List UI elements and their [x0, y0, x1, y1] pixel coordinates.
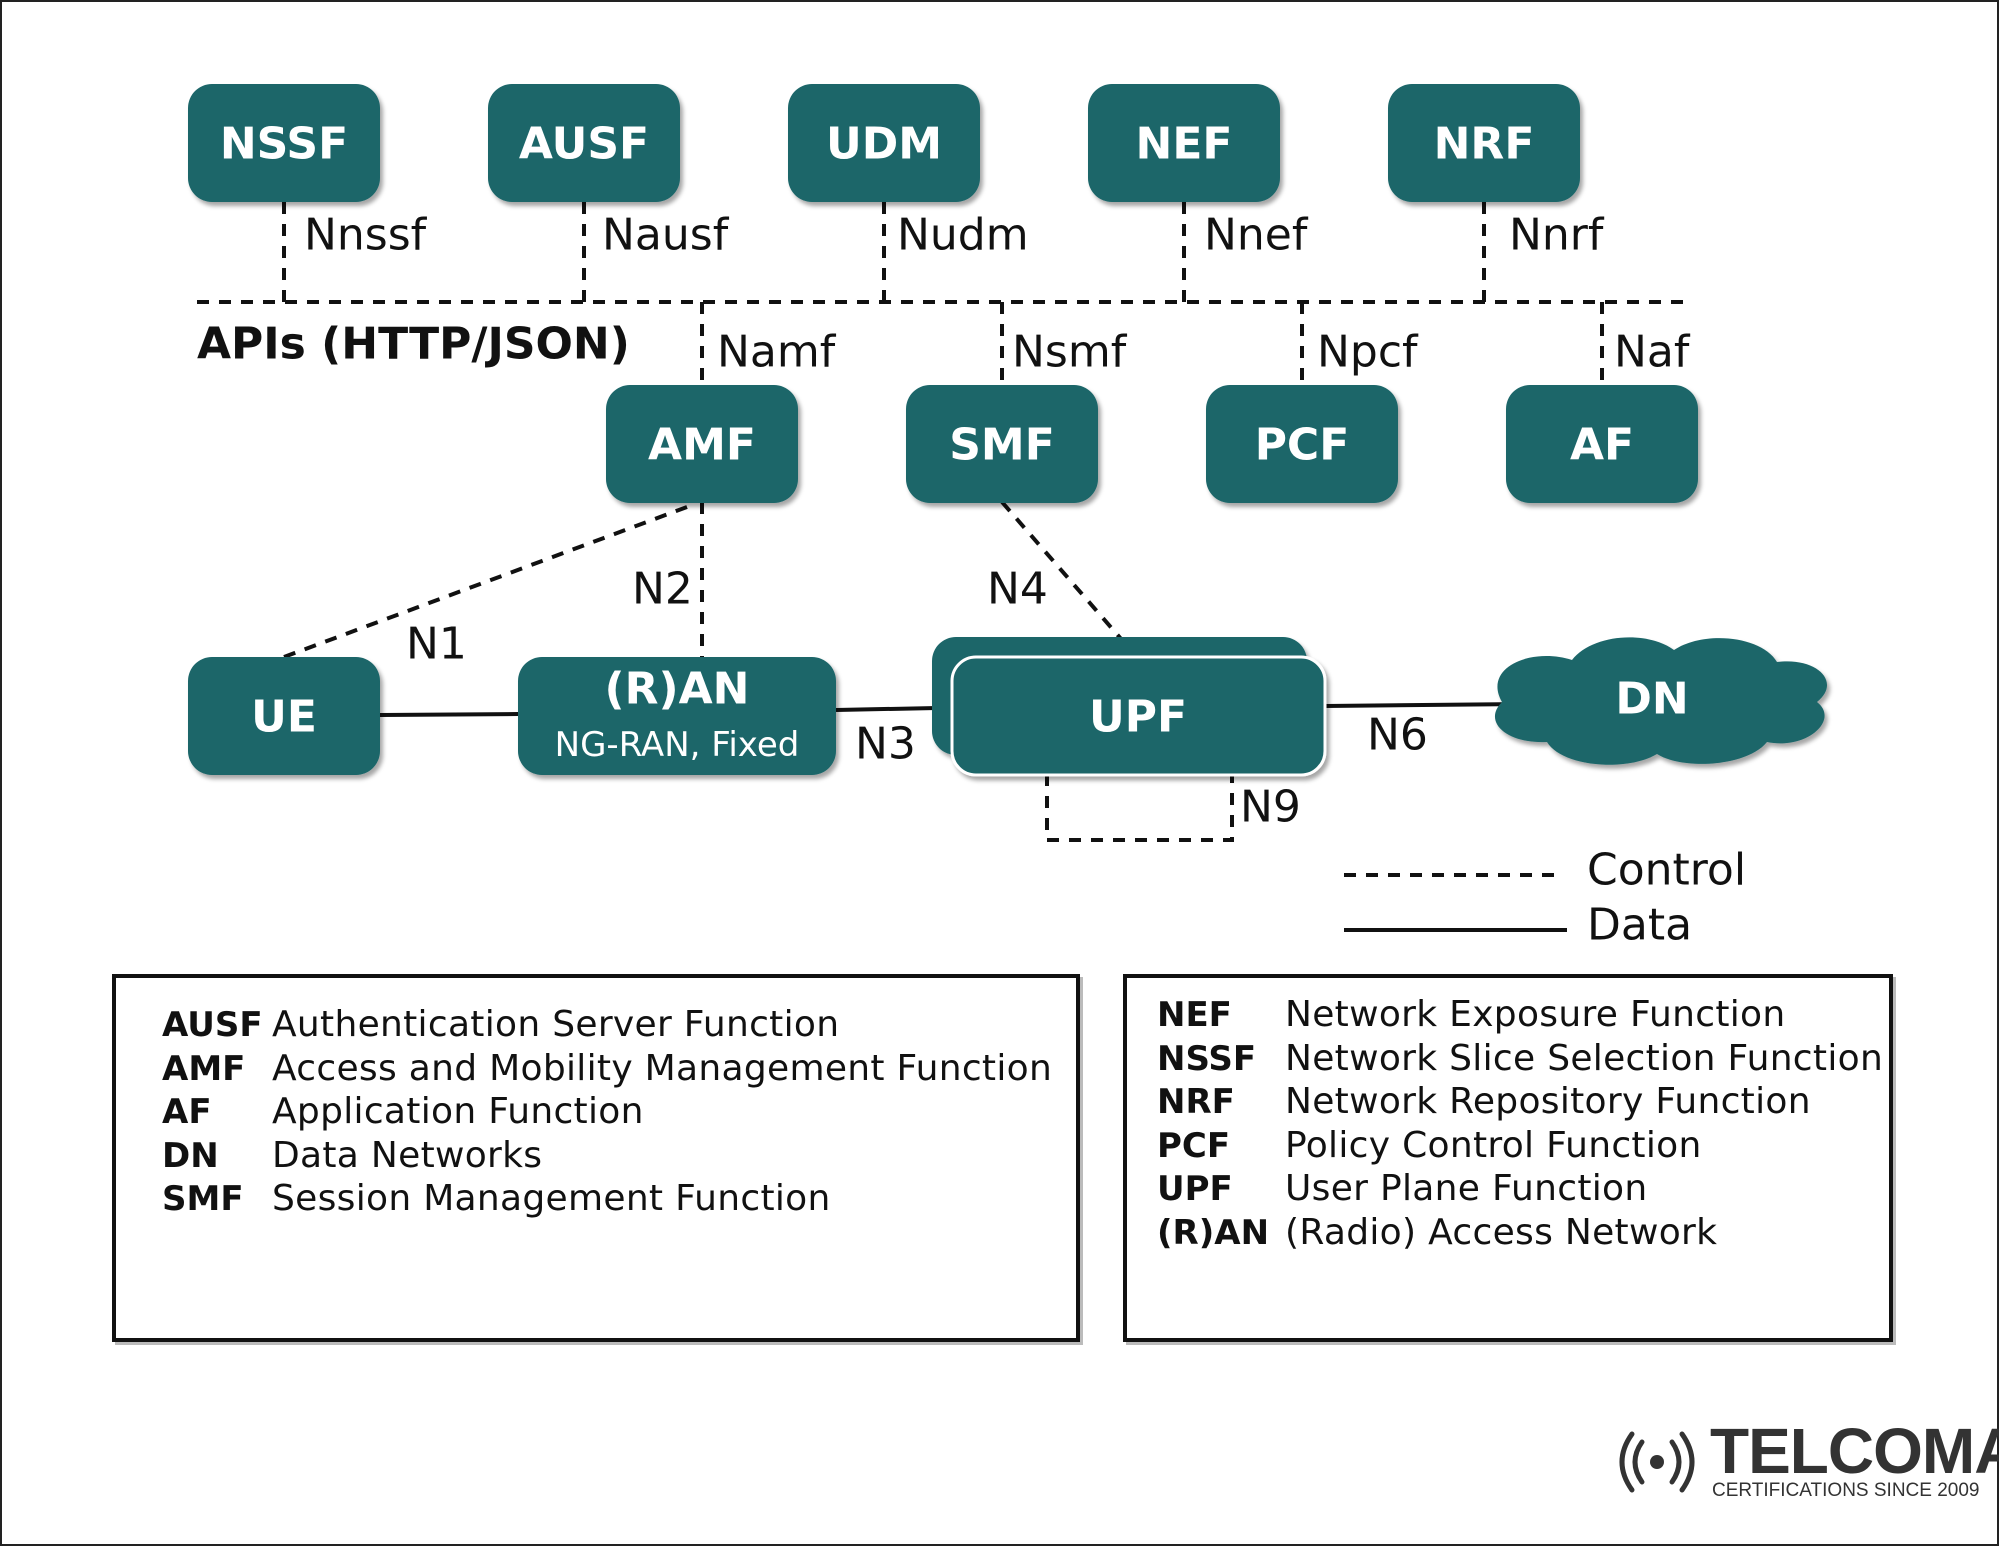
nef-node[interactable]	[1088, 84, 1280, 202]
pcf-node[interactable]	[1206, 385, 1398, 503]
ran-node[interactable]	[518, 657, 836, 775]
n3-label: N3	[855, 719, 916, 770]
ausf-label: AUSF	[519, 119, 649, 170]
nrf-node[interactable]	[1388, 84, 1580, 202]
nrf-label: NRF	[1434, 119, 1535, 170]
n6-label: N6	[1367, 710, 1428, 761]
ue-ran-link	[379, 712, 519, 717]
glossary-definition: Access and Mobility Management Function	[272, 1047, 1053, 1089]
glossary-abbr: NEF	[1157, 995, 1232, 1035]
nssf-node[interactable]	[188, 84, 380, 202]
namf-label: Namf	[717, 327, 837, 378]
ran-sublabel: NG-RAN, Fixed	[555, 725, 800, 765]
n1-connector	[283, 505, 688, 659]
af-label: AF	[1570, 420, 1634, 471]
glossary-abbr: DN	[162, 1135, 219, 1176]
bus-label: APIs (HTTP/JSON)	[197, 319, 630, 370]
glossary-abbr: AMF	[162, 1048, 246, 1089]
telcoma-logo: TELCOMA CERTIFICATIONS SINCE 2009	[1602, 1415, 1999, 1502]
nnef-label: Nnef	[1204, 210, 1309, 261]
amf-label: AMF	[648, 420, 756, 471]
pcf-label: PCF	[1255, 420, 1350, 471]
n4-connector	[1000, 500, 1124, 642]
dn-label: DN	[1615, 674, 1688, 725]
ran-label: (R)AN	[605, 664, 750, 715]
nnssf-label: Nnssf	[304, 210, 428, 261]
glossary-definition: Authentication Server Function	[272, 1004, 840, 1045]
glossary-definition: User Plane Function	[1285, 1168, 1648, 1210]
amf-node[interactable]	[606, 385, 798, 503]
n4-label: N4	[987, 564, 1048, 615]
glossary-row: AMF Access and Mobility Management Functi…	[162, 1048, 1076, 1092]
glossary-row: NRF Network Repository Function	[1157, 1081, 1889, 1125]
glossary-row: NEF Network Exposure Function	[1157, 994, 1889, 1038]
glossary-row: UPF User Plane Function	[1157, 1168, 1889, 1212]
n2-label: N2	[632, 564, 693, 615]
ue-node[interactable]	[188, 657, 380, 775]
glossary-row: (R)AN (Radio) Access Network	[1157, 1212, 1889, 1256]
udm-label: UDM	[826, 119, 942, 170]
glossary-definition: Policy Control Function	[1285, 1124, 1702, 1166]
glossary-abbr: SMF	[162, 1179, 244, 1220]
nausf-label: Nausf	[602, 210, 730, 261]
legend-control-label: Control	[1587, 845, 1746, 896]
n3-link	[835, 706, 938, 712]
nudm-label: Nudm	[897, 210, 1029, 261]
nssf-label: NSSF	[220, 119, 348, 170]
logo-tagline: CERTIFICATIONS SINCE 2009	[1712, 1480, 1980, 1501]
nnrf-label: Nnrf	[1509, 210, 1605, 261]
glossary-definition: Data Networks	[272, 1134, 543, 1176]
glossary-definition: (Radio) Access Network	[1285, 1211, 1718, 1253]
glossary-abbr: NRF	[1157, 1082, 1235, 1123]
af-node[interactable]	[1506, 385, 1698, 503]
ausf-node[interactable]	[488, 84, 680, 202]
n1-label: N1	[406, 619, 467, 670]
upf-label: UPF	[1089, 692, 1187, 743]
legend-data-label: Data	[1587, 900, 1692, 951]
glossary-abbr: AUSF	[162, 1005, 263, 1045]
signal-wave-icon	[1619, 1431, 1695, 1493]
nef-label: NEF	[1136, 119, 1233, 170]
glossary-abbr: (R)AN	[1157, 1212, 1270, 1253]
glossary-definition: Application Function	[272, 1091, 644, 1133]
smf-node[interactable]	[906, 385, 1098, 503]
ue-label: UE	[251, 692, 317, 743]
glossary-definition: Network Slice Selection Function	[1285, 1037, 1884, 1079]
n9-label: N9	[1240, 782, 1301, 833]
npcf-label: Npcf	[1317, 327, 1419, 378]
glossary-definition: Session Management Function	[272, 1178, 831, 1220]
n6-link	[1324, 702, 1528, 708]
naf-label: Naf	[1614, 327, 1691, 378]
nsmf-label: Nsmf	[1012, 327, 1128, 378]
glossary-definition: Network Exposure Function	[1285, 994, 1786, 1035]
glossary-row: NSSF Network Slice Selection Function	[1157, 1038, 1889, 1082]
udm-node[interactable]	[788, 84, 980, 202]
upf-node[interactable]	[950, 655, 1327, 777]
glossary-abbr: PCF	[1157, 1125, 1231, 1166]
glossary-row: PCF Policy Control Function	[1157, 1125, 1889, 1169]
glossary-definition: Network Repository Function	[1285, 1081, 1811, 1123]
glossary-abbr: NSSF	[1157, 1038, 1257, 1079]
dn-cloud[interactable]	[1494, 637, 1828, 765]
glossary-row: DN Data Networks	[162, 1135, 1076, 1179]
glossary-row: SMF Session Management Function	[162, 1178, 1076, 1222]
n9-loop	[1045, 774, 1234, 842]
logo-wordmark: TELCOMA	[1710, 1415, 1999, 1487]
glossary-row: AF Application Function	[162, 1091, 1076, 1135]
smf-label: SMF	[949, 420, 1055, 471]
glossary-abbr: AF	[162, 1092, 212, 1133]
glossary-abbr: UPF	[1157, 1169, 1233, 1210]
